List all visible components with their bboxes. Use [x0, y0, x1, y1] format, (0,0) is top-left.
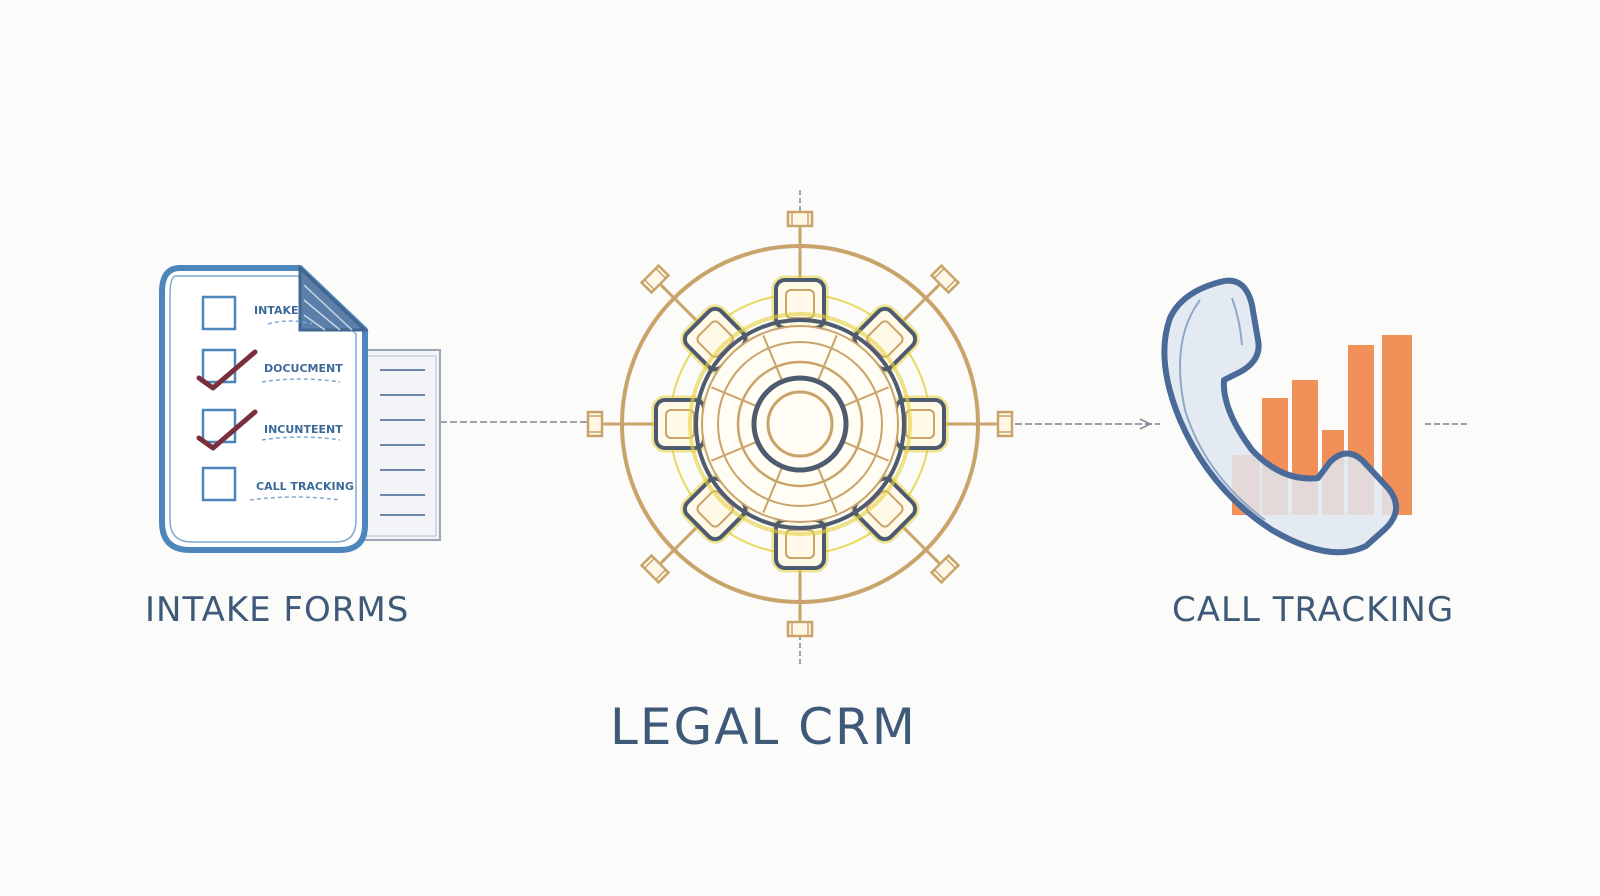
inner-spoke [762, 334, 784, 382]
folded-corner [298, 264, 369, 332]
form-item-2: DOCUCMENT [264, 362, 343, 375]
phone-with-bars-icon [1161, 277, 1412, 556]
ring-node [929, 263, 961, 295]
call-tracking-label: CALL TRACKING [1172, 590, 1455, 630]
form-item-3: INCUNTEENT [264, 423, 343, 436]
main-page [159, 265, 368, 553]
ring-node [929, 553, 961, 585]
ring-nodes [586, 210, 1014, 638]
checklist-row-1 [201, 295, 313, 331]
checklist-row-2 [196, 348, 341, 391]
phone-handset-icon [1161, 277, 1399, 556]
ring-node [586, 410, 604, 438]
inner-spokes [710, 334, 890, 514]
ring-node [639, 263, 671, 295]
document-checklist-icon: INTAKE DOCUCMENT INCUNTEENT CALL TRACKIN… [159, 264, 441, 553]
checklist-row-3 [196, 408, 341, 451]
gear-hub-icon [586, 210, 1014, 638]
ring-node [786, 210, 814, 228]
form-item-1: INTAKE [254, 304, 299, 317]
inner-spoke [710, 386, 758, 408]
ring-node [996, 410, 1014, 438]
ring-node [786, 620, 814, 638]
inner-spoke [762, 466, 784, 514]
connector-right [1005, 418, 1470, 430]
inner-spoke [842, 386, 890, 408]
inner-spoke [710, 440, 758, 462]
inner-spoke [842, 440, 890, 462]
intake-forms-label: INTAKE FORMS [145, 590, 410, 630]
checklist-row-4 [201, 466, 341, 502]
checkmark-icon [196, 409, 258, 451]
back-page [357, 349, 441, 541]
inner-spoke [816, 466, 838, 514]
form-item-4: CALL TRACKING [256, 480, 354, 493]
legal-crm-label: LEGAL CRM [610, 698, 917, 756]
checkmark-icon [196, 349, 258, 391]
ring-node [639, 553, 671, 585]
inner-spoke [816, 334, 838, 382]
